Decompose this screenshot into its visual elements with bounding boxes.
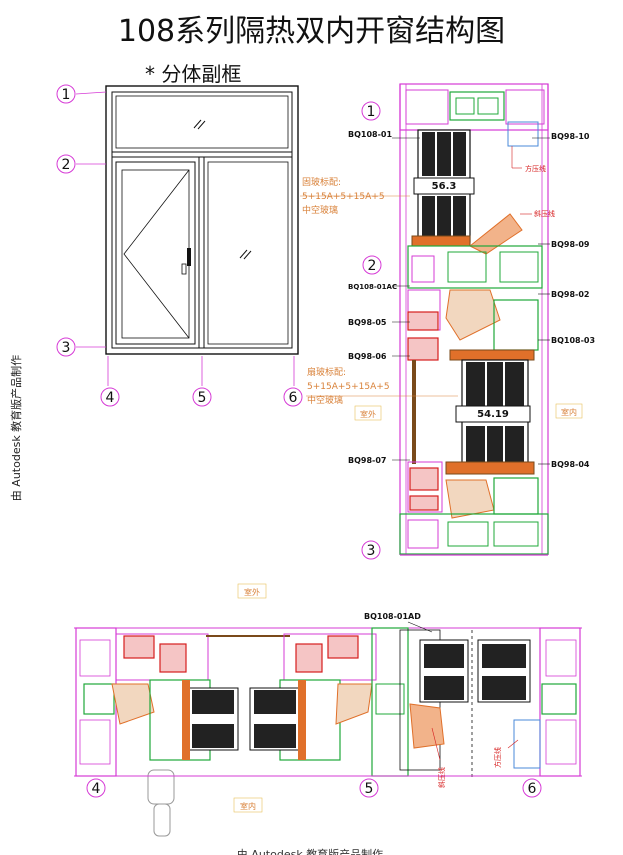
part-code-bq108-01ad: BQ108-01AD	[364, 612, 421, 621]
part-code-bq98-06: BQ98-06	[348, 352, 387, 361]
label-xie-ya-xian-bottom: 斜压线	[437, 767, 446, 788]
dimension-fixed: 56.3	[432, 181, 457, 192]
sash-glass-spec: 5+15A+5+15A+5	[307, 382, 390, 392]
svg-text:4: 4	[106, 390, 115, 406]
marker-6-horizontal: 6	[522, 778, 542, 798]
svg-text:3: 3	[62, 340, 71, 356]
dimension-sash: 54.19	[477, 409, 509, 420]
marker-5-elevation: 5	[192, 387, 212, 407]
svg-text:5: 5	[198, 390, 207, 406]
outdoor-tag-section: 室外	[354, 405, 382, 421]
label-fang-ya-xian-bottom: 方压线	[493, 747, 502, 768]
page-title: 108系列隔热双内开窗结构图	[117, 14, 506, 49]
indoor-tag-horizontal: 室内	[240, 801, 256, 811]
part-code-bq98-09: BQ98-09	[551, 240, 590, 249]
svg-text:室外: 室外	[360, 409, 376, 419]
svg-text:3: 3	[367, 543, 376, 559]
marker-4-horizontal: 4	[86, 778, 106, 798]
part-code-bq108-01ac: BQ108-01AC	[348, 283, 397, 291]
marker-5-horizontal: 5	[359, 778, 379, 798]
part-code-bq108-03: BQ108-03	[551, 336, 595, 345]
marker-4-elevation: 4	[100, 387, 120, 407]
svg-text:4: 4	[92, 781, 101, 797]
label-fang-ya-xian-top: 方压线	[525, 164, 546, 173]
svg-text:1: 1	[62, 87, 71, 103]
label-xie-ya-xian-top: 斜压线	[534, 209, 555, 218]
fixed-glass-spec: 5+15A+5+15A+5	[302, 192, 385, 202]
fixed-glass-type: 中空玻璃	[302, 204, 338, 216]
part-code-bq98-04: BQ98-04	[551, 460, 590, 469]
sash-glass-title: 扇玻标配:	[307, 366, 346, 378]
svg-text:室内: 室内	[561, 407, 577, 417]
marker-2-elevation: 2	[56, 154, 76, 174]
part-code-bq98-10: BQ98-10	[551, 132, 590, 141]
marker-6-elevation: 6	[283, 387, 303, 407]
sash-glass-type: 中空玻璃	[307, 394, 343, 406]
marker-2-section: 2	[362, 255, 382, 275]
svg-text:1: 1	[367, 104, 376, 120]
vertical-section	[300, 83, 550, 556]
part-code-bq98-07: BQ98-07	[348, 456, 386, 465]
part-code-bq98-02: BQ98-02	[551, 290, 589, 299]
svg-text:2: 2	[368, 258, 377, 274]
marker-1-section: 1	[361, 101, 381, 121]
outdoor-tag-horizontal: 室外	[244, 587, 260, 597]
page-subtitle: * 分体副框	[145, 62, 242, 86]
svg-text:6: 6	[289, 390, 298, 406]
bottom-watermark: 由 Autodesk 教育版产品制作	[237, 847, 383, 855]
fixed-glass-title: 固玻标配:	[302, 176, 341, 188]
svg-text:6: 6	[528, 781, 537, 797]
part-code-bq108-01: BQ108-01	[348, 130, 392, 139]
svg-text:5: 5	[365, 781, 374, 797]
part-code-bq98-05: BQ98-05	[348, 318, 387, 327]
horizontal-section	[74, 583, 582, 837]
marker-1-elevation: 1	[56, 84, 76, 104]
window-elevation	[75, 85, 299, 386]
marker-3-section: 3	[361, 540, 381, 560]
indoor-tag-section: 室内	[555, 403, 583, 419]
marker-3-elevation: 3	[56, 337, 76, 357]
svg-text:2: 2	[62, 157, 71, 173]
